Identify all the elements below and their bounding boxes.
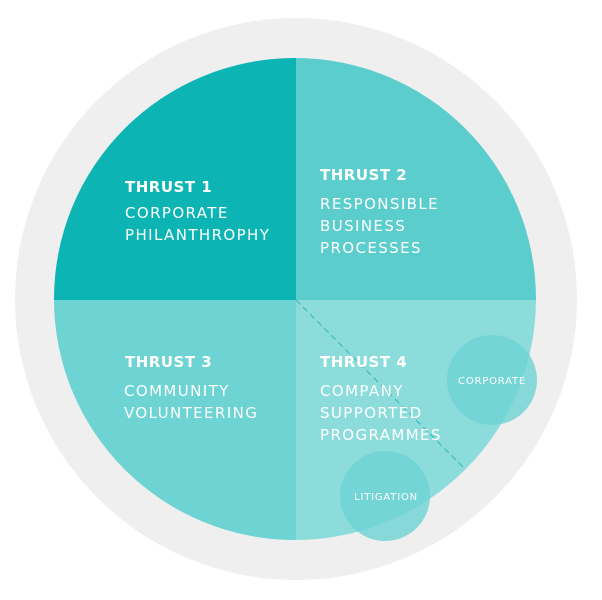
diagonal-dashed-line [295, 299, 471, 475]
thrust-1-line-2: PHILANTHROPHY [125, 226, 270, 244]
thrust-4-heading: THRUST 4 [320, 353, 407, 371]
litigation-label: LITIGATION [354, 492, 418, 503]
litigation-bubble [340, 451, 430, 541]
thrust-1-heading: THRUST 1 [125, 178, 212, 196]
thrust-2-line-1: RESPONSIBLE [320, 195, 439, 213]
thrust-4-line-3: PROGRAMMES [320, 426, 442, 444]
thrust-1-line-1: CORPORATE [125, 204, 229, 222]
thrust-4-line-1: COMPANY [320, 382, 404, 400]
thrust-3-heading: THRUST 3 [125, 353, 212, 371]
corporate-label: CORPORATE [458, 376, 526, 387]
thrust-3-line-1: COMMUNITY [124, 382, 230, 400]
thrust-2-line-3: PROCESSES [320, 239, 422, 257]
thrust-2-heading: THRUST 2 [320, 166, 407, 184]
thrust-2-line-2: BUSINESS [320, 217, 406, 235]
thrust-4-line-2: SUPPORTED [320, 404, 423, 422]
corporate-bubble [447, 335, 537, 425]
thrust-3-line-2: VOLUNTEERING [124, 404, 258, 422]
